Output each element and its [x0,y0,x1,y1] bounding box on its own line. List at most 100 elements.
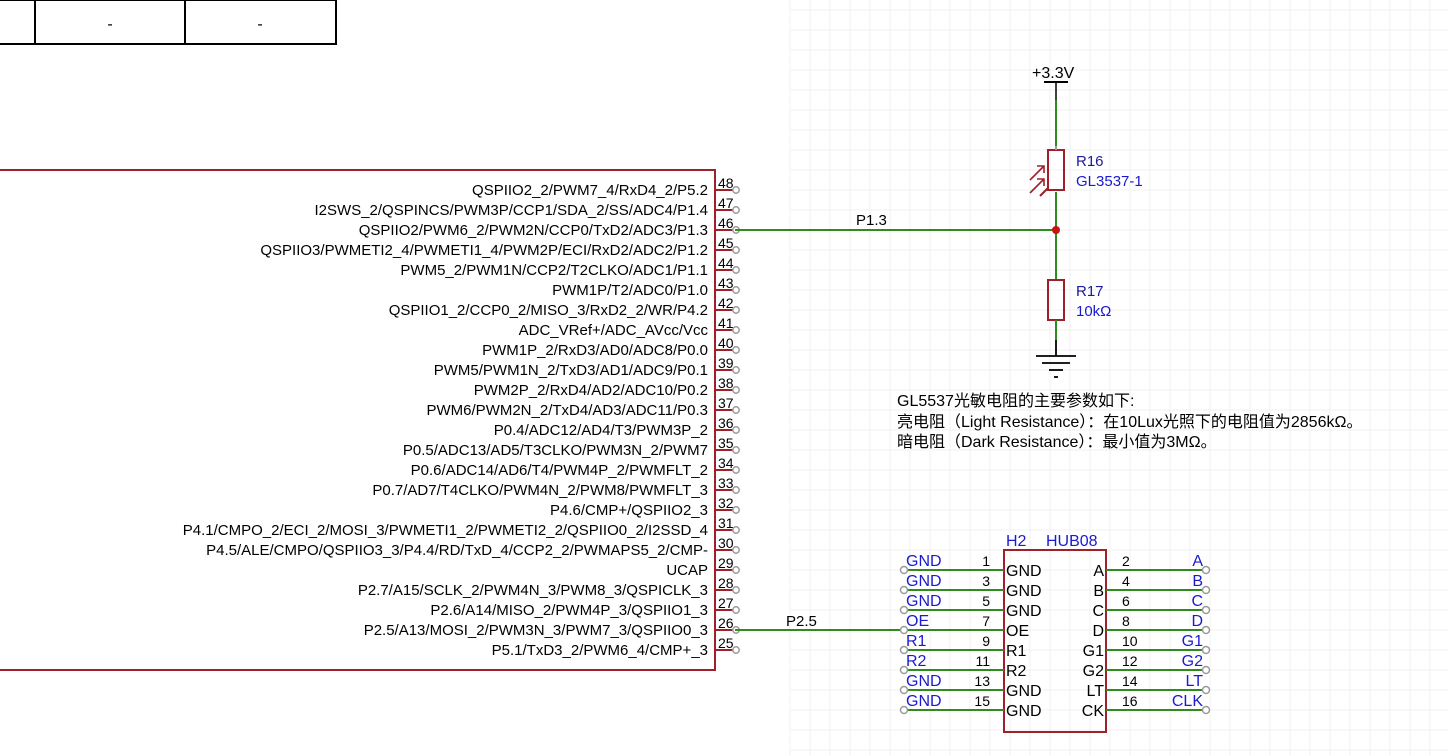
note-line: 暗电阻（Dark Resistance）：最小值为3MΩ。 [897,433,1217,451]
pin-end[interactable] [732,386,740,394]
mcu-pin-group: 48QSPIIO2_2/PWM7_4/RxD4_2/P5.247I2SWS_2/… [183,175,740,659]
mcu-pin[interactable]: 28P2.7/A15/SCLK_2/PWM4N_3/PWM8_3/QSPICLK… [358,575,740,599]
hub-pin[interactable]: C6C [1092,593,1211,620]
pin-number: 41 [718,315,734,331]
pin-end[interactable] [1201,565,1211,575]
pin-end[interactable] [732,606,740,614]
pin-number: 31 [718,515,734,531]
net-p2-5[interactable]: P2.5 [735,613,904,631]
resistor-r16[interactable]: R16 GL3537-1 [1029,146,1143,197]
pin-end[interactable] [732,346,740,354]
pin-end[interactable] [899,585,909,595]
ground-icon[interactable] [1036,340,1076,378]
hub-pin-name: C [1092,603,1104,620]
mcu-pin[interactable]: 47I2SWS_2/QSPINCS/PWM3P/CCP1/SDA_2/SS/AD… [315,195,740,219]
mcu-pin[interactable]: 31P4.1/CMPO_2/ECI_2/MOSI_3/PWMETI1_2/PWM… [183,515,740,539]
pin-end[interactable] [1201,605,1211,615]
pin-end[interactable] [1201,625,1211,635]
pin-end[interactable] [732,566,740,574]
pin-end[interactable] [1201,705,1211,715]
resistor-r17[interactable]: R17 10kΩ [1047,279,1111,340]
pin-name: P0.6/ADC14/AD6/T4/PWM4P_2/PWMFLT_2 [411,462,708,479]
pin-end[interactable] [1201,665,1211,675]
pin-end[interactable] [899,645,909,655]
pin-number: 4 [1122,573,1130,589]
power-3v3[interactable]: +3.3V [1032,65,1075,100]
pin-number: 9 [982,633,990,649]
mcu-pin[interactable]: 26P2.5/A13/MOSI_2/PWM3N_3/PWM7_3/QSPIIO0… [364,615,740,639]
pin-end[interactable] [732,526,740,534]
hub-pin[interactable]: B4B [1093,573,1211,600]
pin-end[interactable] [899,565,909,575]
pin-end[interactable] [899,705,909,715]
pin-end[interactable] [732,646,740,654]
photo-arrow-icon [1039,187,1049,197]
pin-end[interactable] [732,406,740,414]
pin-end[interactable] [732,586,740,594]
pin-end[interactable] [732,246,740,254]
pin-end[interactable] [1201,585,1211,595]
pin-end[interactable] [732,486,740,494]
pin-end[interactable] [732,426,740,434]
pin-end[interactable] [732,186,740,194]
pin-end[interactable] [732,546,740,554]
pin-end[interactable] [1201,685,1211,695]
pin-end[interactable] [732,446,740,454]
hub-ref: H2 [1006,533,1027,550]
pin-end[interactable] [1201,645,1211,655]
pin-number: 7 [982,613,990,629]
hub-pin[interactable]: D8D [1092,613,1211,640]
mcu-pin[interactable]: 45QSPIIO3/PWMETI2_4/PWMETI1_4/PWM2P/ECI/… [260,235,740,259]
pin-end[interactable] [899,625,909,635]
pin-end[interactable] [732,326,740,334]
mcu-pin[interactable]: 30P4.5/ALE/CMPO/QSPIIO3_3/P4.4/RD/TxD_4/… [206,535,740,559]
pin-end[interactable] [732,306,740,314]
pin-end[interactable] [732,366,740,374]
mcu-symbol[interactable]: 48QSPIIO2_2/PWM7_4/RxD4_2/P5.247I2SWS_2/… [0,169,740,671]
pin-name: PWM1P_2/RxD3/AD0/ADC8/P0.0 [482,342,708,359]
pin-number: 11 [975,653,990,669]
net-p1-3[interactable]: P1.3 [735,212,1056,231]
pin-end[interactable] [899,665,909,675]
pin-end[interactable] [732,266,740,274]
pin-number: 13 [974,673,990,689]
hub-pin[interactable]: A2A [1093,553,1211,580]
hub-net-label: OE [906,613,929,630]
pin-end[interactable] [899,605,909,615]
pin-end[interactable] [732,506,740,514]
pin-end[interactable] [732,466,740,474]
pin-end[interactable] [732,206,740,214]
pin-end[interactable] [899,685,909,695]
pin-end[interactable] [732,286,740,294]
